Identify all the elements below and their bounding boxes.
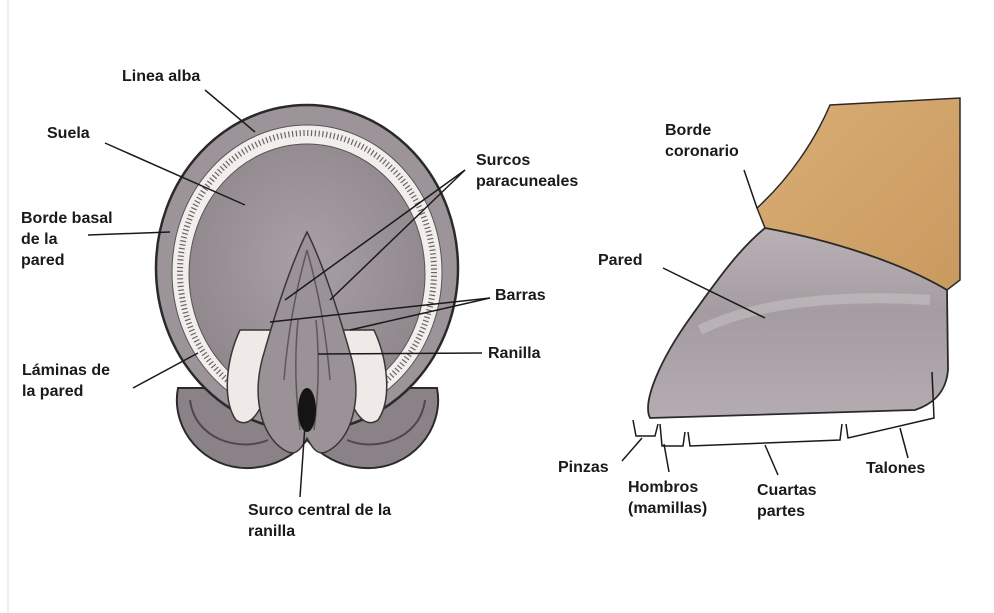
label-talones: Talones: [866, 458, 925, 479]
label-surcos-line1: Surcos: [476, 150, 578, 171]
label-pared: Pared: [598, 250, 642, 271]
label-surco-central-line1: Surco central de la: [248, 500, 391, 521]
label-cuartas-line1: Cuartas: [757, 480, 817, 501]
label-laminas-line2: la pared: [22, 381, 110, 402]
label-borde-basal: Borde basal de la pared: [21, 208, 113, 271]
bracket-cuartas: [688, 424, 842, 446]
label-borde-basal-line2: de la: [21, 229, 113, 250]
hoof-sole-view: [88, 90, 490, 497]
label-surco-central: Surco central de la ranilla: [248, 500, 391, 542]
leader-ranilla: [318, 353, 482, 354]
label-surco-central-line2: ranilla: [248, 521, 391, 542]
label-borde-coronario-line2: coronario: [665, 141, 739, 162]
label-linea-alba: Linea alba: [122, 66, 200, 87]
label-hombros-line2: (mamillas): [628, 498, 707, 519]
leader-hombros: [664, 444, 669, 472]
label-cuartas-line2: partes: [757, 501, 817, 522]
label-ranilla: Ranilla: [488, 343, 540, 364]
label-borde-coronario-line1: Borde: [665, 120, 739, 141]
label-barras: Barras: [495, 285, 546, 306]
label-hombros: Hombros (mamillas): [628, 477, 707, 519]
leader-linea-alba: [205, 90, 255, 132]
label-suela: Suela: [47, 123, 90, 144]
label-surcos-line2: paracuneales: [476, 171, 578, 192]
label-borde-basal-line3: pared: [21, 250, 113, 271]
label-surcos: Surcos paracuneales: [476, 150, 578, 192]
bracket-pinzas: [633, 420, 658, 436]
label-hombros-line1: Hombros: [628, 477, 707, 498]
label-laminas: Láminas de la pared: [22, 360, 110, 402]
label-borde-coronario: Borde coronario: [665, 120, 739, 162]
label-borde-basal-line1: Borde basal: [21, 208, 113, 229]
leader-talones: [900, 428, 908, 458]
bracket-hombros: [660, 424, 685, 446]
leader-cuartas: [765, 445, 778, 475]
leader-pinzas: [622, 438, 642, 461]
central-sulcus: [298, 388, 316, 432]
leader-borde-coronario: [744, 170, 757, 208]
label-laminas-line1: Láminas de: [22, 360, 110, 381]
label-cuartas: Cuartas partes: [757, 480, 817, 522]
label-pinzas: Pinzas: [558, 457, 609, 478]
